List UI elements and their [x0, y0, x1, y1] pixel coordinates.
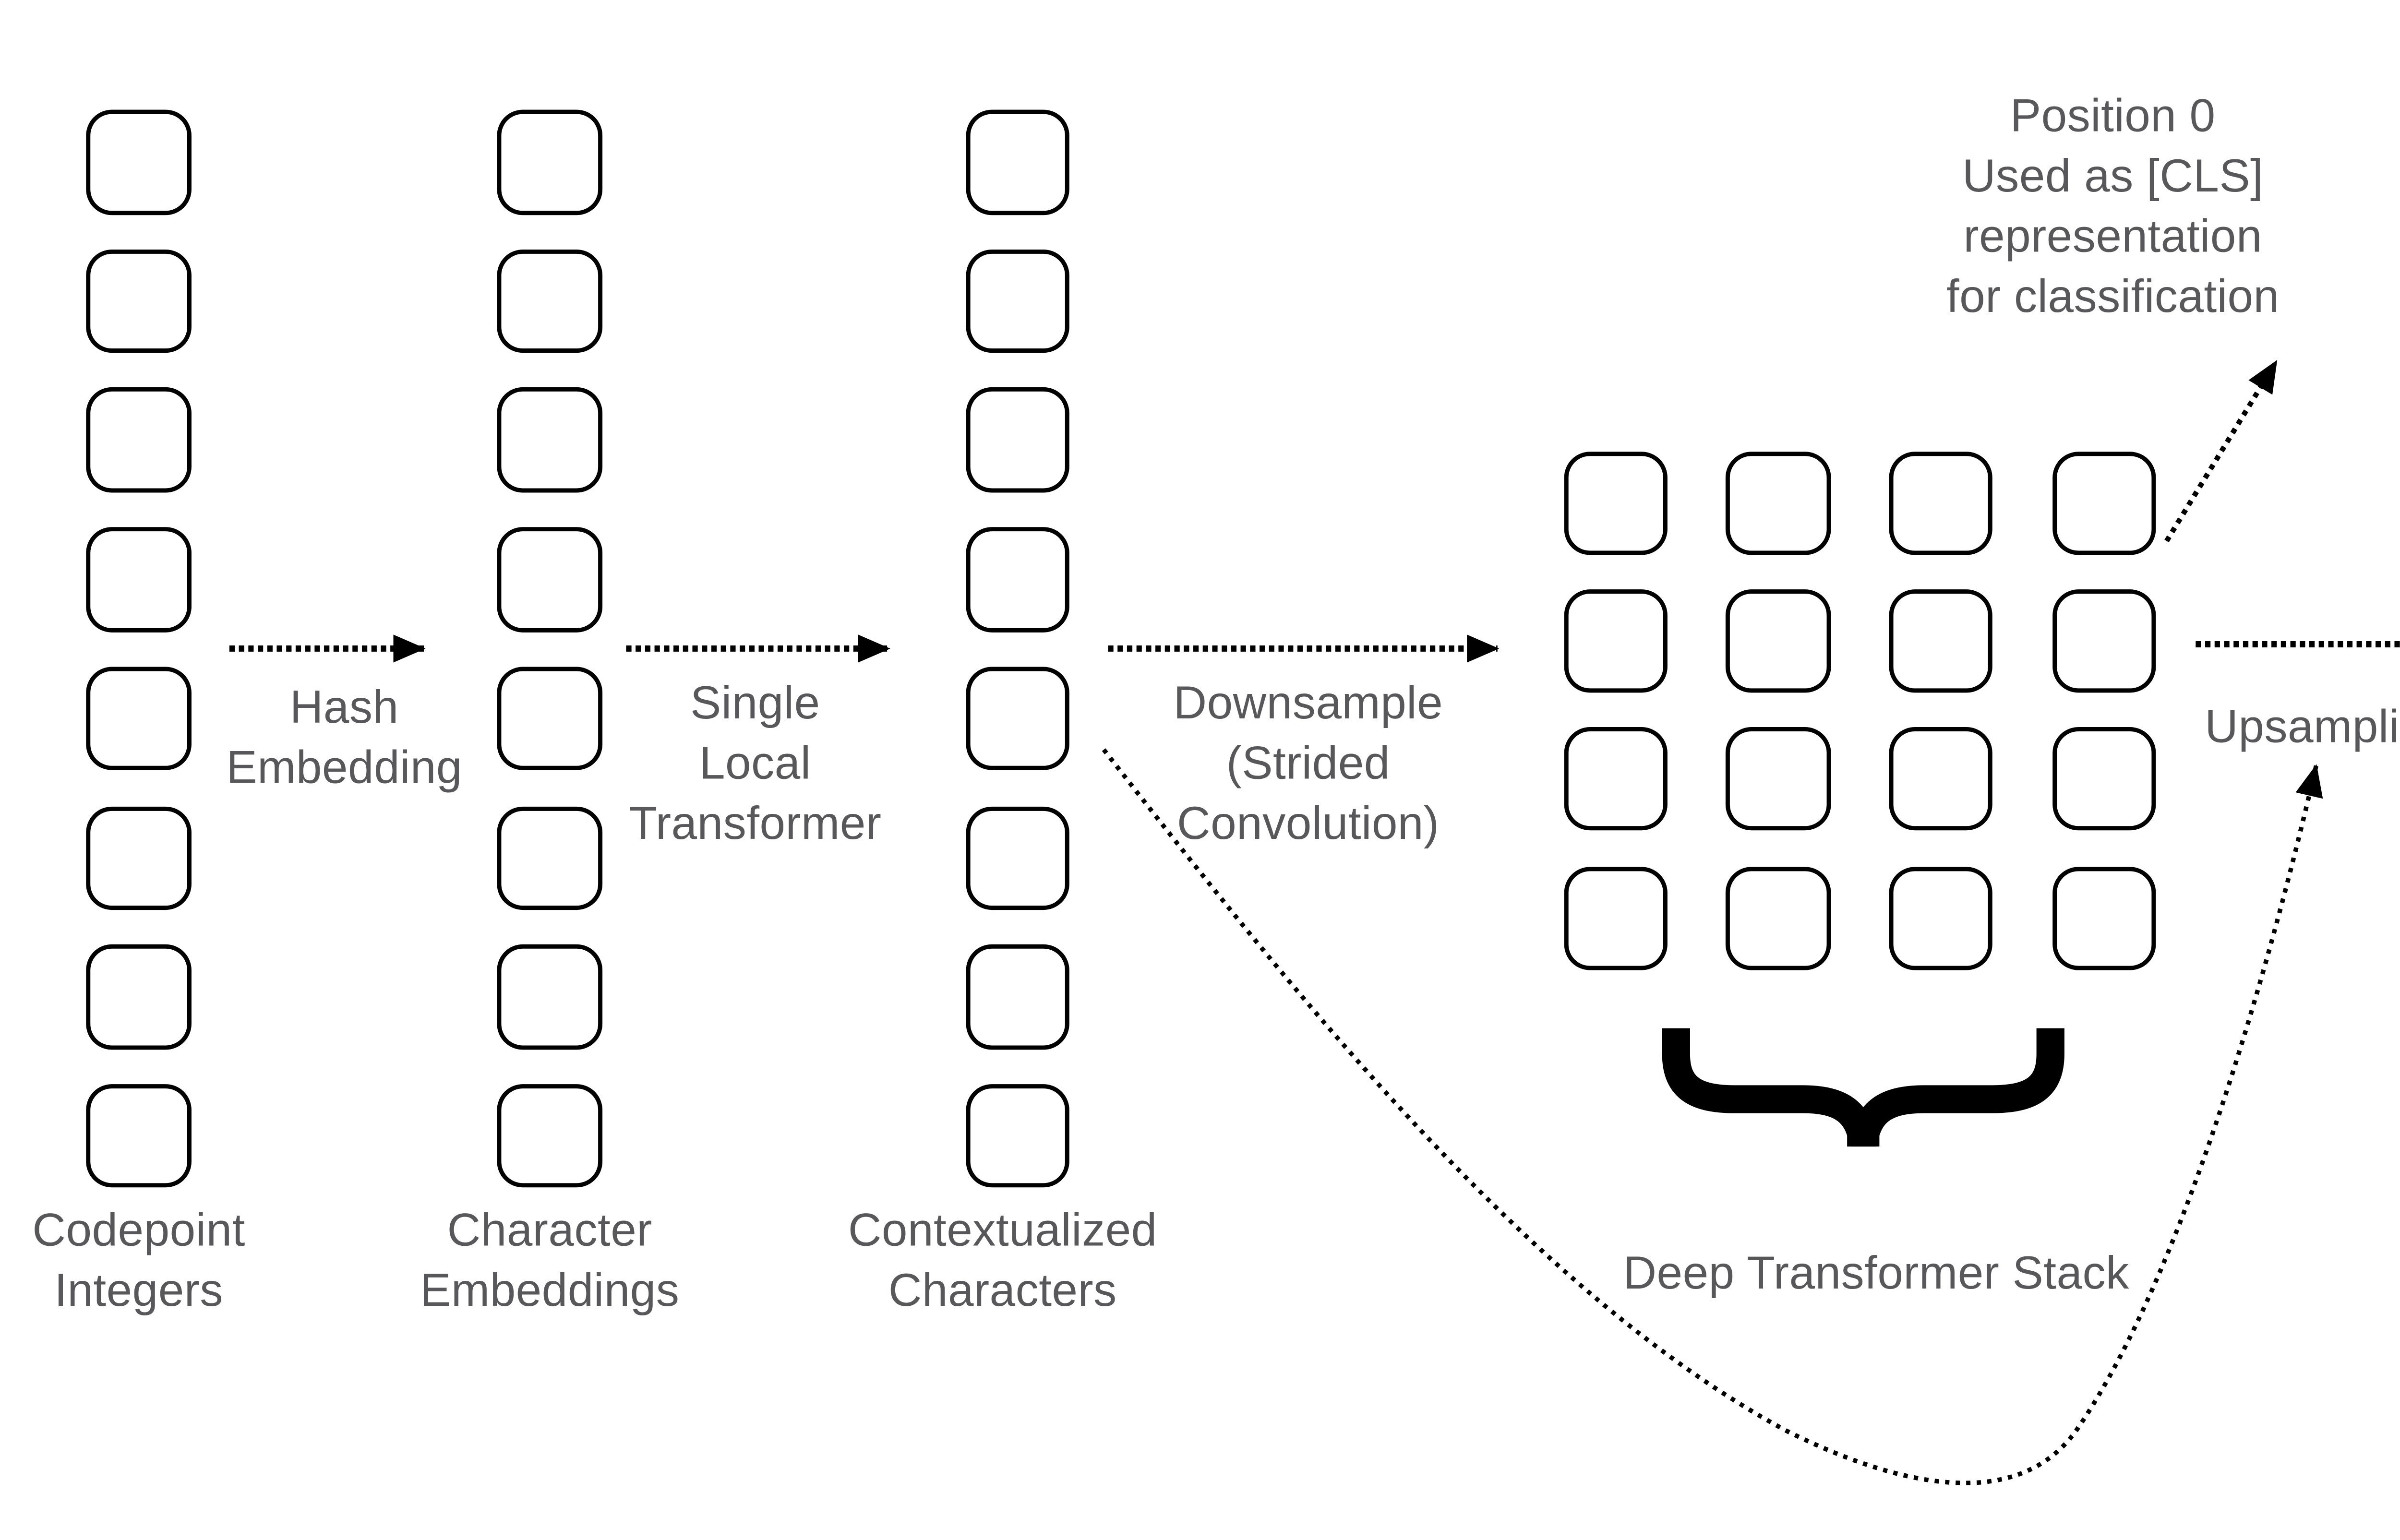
codepoint-integers-box — [86, 388, 191, 493]
codepoint-integers-box — [86, 109, 191, 215]
caption-single-local-transformer: Single Local Transformer — [629, 677, 882, 850]
annotation-cls-note: Position 0 Used as [CLS] representation … — [1946, 90, 2280, 323]
contextualized-characters-box — [965, 1084, 1070, 1189]
contextualized-characters-box — [965, 944, 1070, 1050]
caption-hash-embedding: Hash Embedding — [226, 681, 462, 794]
caption-upsampling: Upsampling — [2205, 701, 2400, 753]
skip-connection-curve — [1102, 748, 2323, 1485]
deep-transformer-stack-box — [1726, 728, 1830, 832]
underbrace-icon — [1662, 1028, 2064, 1148]
codepoint-integers-box — [86, 944, 191, 1050]
contextualized-characters-box — [965, 109, 1070, 215]
codepoint-integers-box — [86, 249, 191, 354]
deep-transformer-stack-box — [1889, 728, 1993, 832]
deep-transformer-stack-box — [1726, 866, 1830, 970]
contextualized-characters-box — [965, 527, 1070, 632]
character-embeddings-box — [497, 805, 602, 910]
contextualized-characters-box — [965, 249, 1070, 354]
codepoint-integers-box — [86, 805, 191, 910]
deep-transformer-stack-box — [1889, 866, 1993, 970]
character-embeddings-box — [497, 388, 602, 493]
deep-transformer-stack-box — [1563, 728, 1667, 832]
character-embeddings-box — [497, 249, 602, 354]
character-embeddings-box — [497, 109, 602, 215]
contextualized-characters-box — [965, 666, 1070, 771]
character-embeddings-box — [497, 1084, 602, 1189]
caption-downsample-strided-convolution: Downsample (Strided Convolution) — [1173, 677, 1443, 850]
character-embeddings-box — [497, 944, 602, 1050]
codepoint-integers-box — [86, 527, 191, 632]
arrow-cls — [2164, 359, 2279, 543]
deep-transformer-stack-box — [2052, 451, 2157, 555]
deep-transformer-stack-box — [1726, 451, 1830, 555]
deep-transformer-stack-box — [2052, 866, 2157, 970]
character-embeddings-box — [497, 666, 602, 771]
label-contextualized-characters: Contextualized Characters — [848, 1205, 1157, 1317]
deep-transformer-stack-box — [1563, 866, 1667, 970]
label-character-embeddings: Character Embeddings — [420, 1205, 680, 1317]
deep-transformer-stack-box — [1889, 451, 1993, 555]
character-embeddings-box — [497, 527, 602, 632]
codepoint-integers-box — [86, 666, 191, 771]
deep-transformer-stack-box — [2052, 589, 2157, 693]
label-codepoint-integers: Codepoint Integers — [32, 1205, 245, 1317]
deep-transformer-stack-box — [1726, 589, 1830, 693]
deep-transformer-stack-box — [1563, 451, 1667, 555]
deep-transformer-stack-box — [1889, 589, 1993, 693]
contextualized-characters-box — [965, 388, 1070, 493]
codepoint-integers-box — [86, 1084, 191, 1189]
deep-transformer-stack-box — [1563, 589, 1667, 693]
deep-transformer-stack-box — [2052, 728, 2157, 832]
label-deep-transformer-stack: Deep Transformer Stack — [1623, 1247, 2129, 1300]
contextualized-characters-box — [965, 805, 1070, 910]
